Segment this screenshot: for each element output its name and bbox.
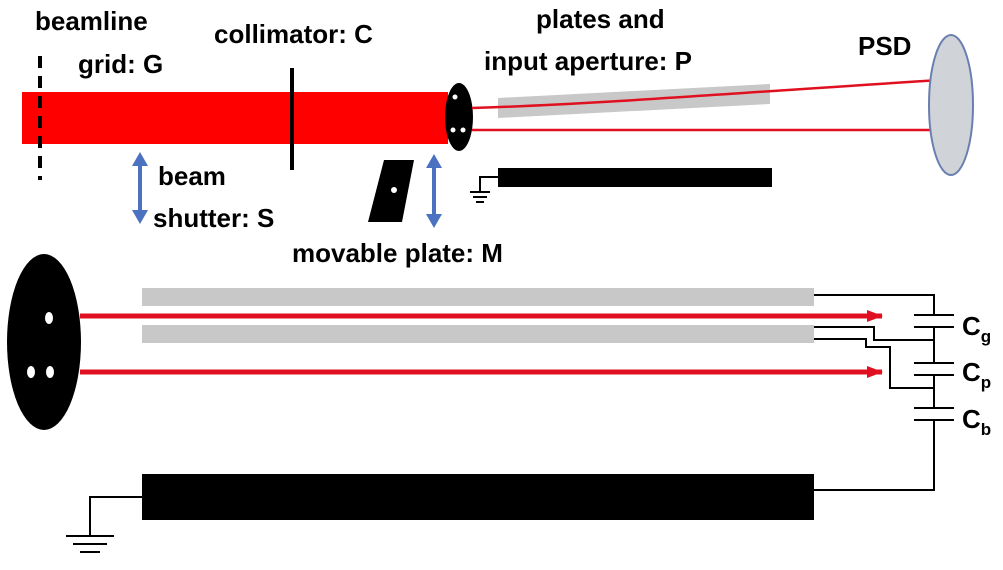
label-plates-line1: plates and (536, 4, 665, 34)
label-collimator: collimator: C (214, 19, 373, 49)
aperture-hole (452, 94, 458, 100)
shutter-arrow-icon (132, 152, 148, 224)
label-beam: beam (158, 161, 226, 191)
movable-plate (368, 160, 414, 222)
label-shutter: shutter: S (153, 203, 274, 233)
black-plate-bottom (142, 474, 814, 520)
movable-plate-hole (391, 187, 397, 193)
beam-bar (22, 92, 448, 144)
movable-arrow-icon (426, 154, 442, 228)
label-beamline: beamline (35, 6, 148, 36)
label-cap-p: Cp (962, 357, 991, 392)
beam-deflected (471, 76, 941, 110)
label-psd: PSD (858, 31, 911, 61)
ground-icon-large (66, 496, 142, 553)
ground-icon-small (470, 176, 498, 203)
aperture-hole (27, 366, 35, 378)
label-grid: grid: G (78, 49, 163, 79)
aperture-hole (45, 312, 53, 324)
black-plate-top (498, 168, 772, 187)
gray-plate-upper (142, 288, 814, 306)
label-plates-line2: input aperture: P (484, 46, 692, 76)
capacitor-wiring (814, 294, 954, 491)
psd-detector (928, 34, 974, 176)
aperture-hole (460, 127, 466, 133)
label-cap-b: Cb (962, 404, 991, 439)
label-cap-g: Cg (962, 311, 991, 346)
aperture-ellipse-large (7, 254, 81, 430)
aperture-hole (450, 127, 456, 133)
aperture-hole (46, 366, 54, 378)
gray-plate-lower (142, 325, 814, 343)
aperture-ellipse-small (445, 83, 473, 151)
label-movable: movable plate: M (292, 238, 503, 268)
